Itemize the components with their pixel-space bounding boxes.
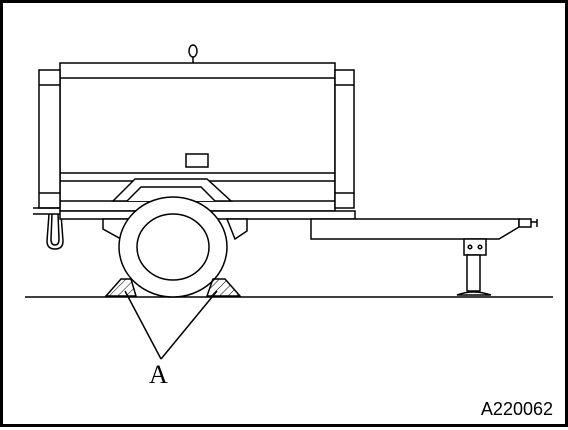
lifting-eye: [188, 44, 198, 63]
figure-id: A220062: [480, 399, 553, 419]
wheel: [118, 196, 228, 298]
callout-leader-lines: [124, 290, 218, 360]
trailer-compressor-illustration: [25, 44, 553, 360]
wheel-chock-right: [205, 278, 242, 297]
rear-hook: [33, 207, 64, 250]
fender-right: [225, 218, 248, 241]
wheel-chock-left: [104, 278, 138, 297]
support-jack: [456, 238, 492, 296]
nameplate: [185, 153, 209, 168]
tow-bar: [310, 218, 538, 240]
left-end-panel: [38, 69, 61, 209]
right-end-panel: [334, 69, 355, 209]
callout-label: A: [149, 360, 168, 389]
